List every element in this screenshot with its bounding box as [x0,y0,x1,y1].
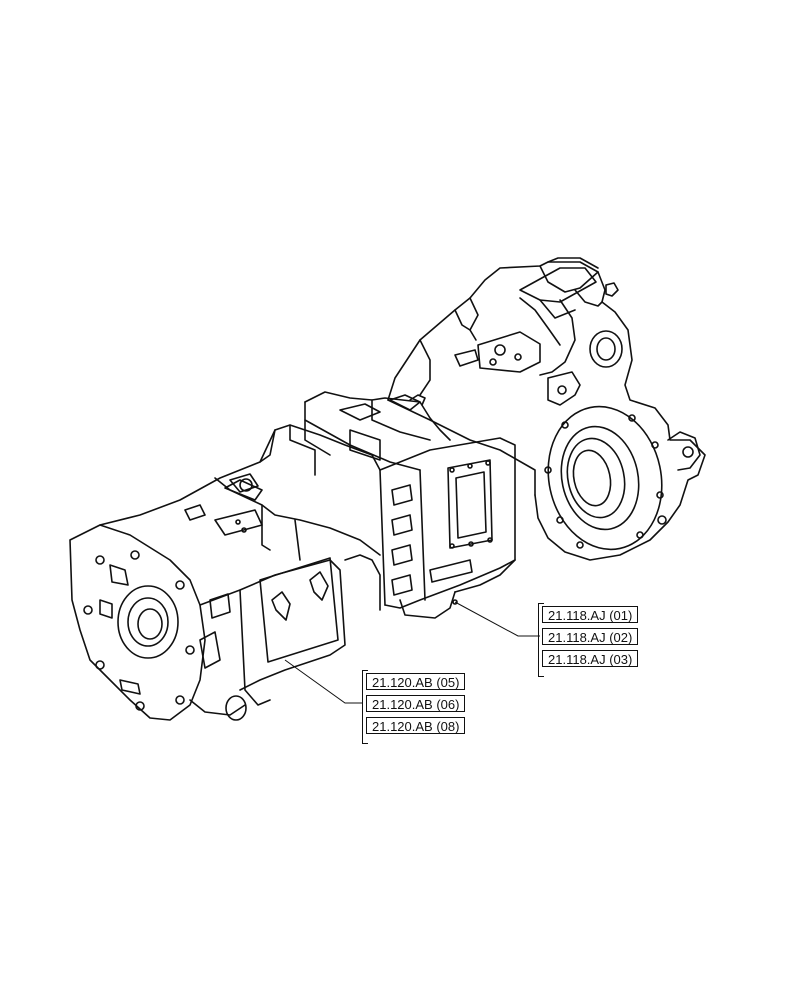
leader-lines [284,601,540,704]
rear-axle-housing [387,257,706,561]
callout-21-118-aj-03[interactable]: 21.118.AJ (03) [542,650,639,667]
front-housing [69,424,381,721]
callout-21-120-ab-08[interactable]: 21.120.AB (08) [366,717,466,734]
callout-21-120-ab-06[interactable]: 21.120.AB (06) [366,695,466,712]
leader-line-left [284,659,363,704]
center-housing [304,391,516,619]
callout-21-118-aj-02[interactable]: 21.118.AJ (02) [542,628,639,645]
callout-21-120-ab-05[interactable]: 21.120.AB (05) [366,673,466,690]
leader-line-right [454,601,540,637]
callout-bracket-right [538,603,544,677]
callout-bracket-left [362,670,368,744]
callout-21-118-aj-01[interactable]: 21.118.AJ (01) [542,606,639,623]
